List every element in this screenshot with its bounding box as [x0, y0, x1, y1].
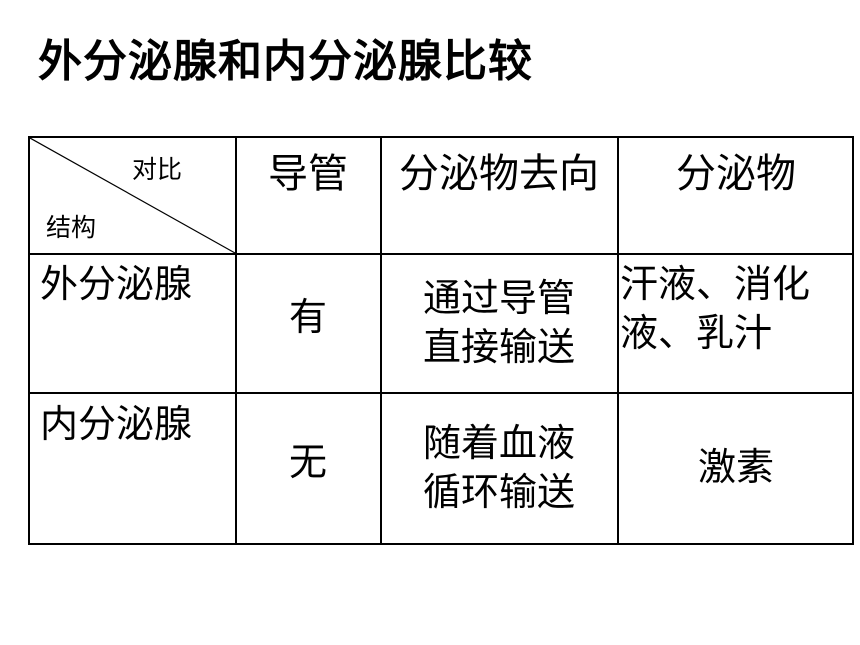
endocrine-duct: 无 — [288, 440, 327, 485]
corner-label-compare: 对比 — [132, 155, 183, 184]
row-divider — [30, 392, 852, 394]
exocrine-secretion-line2: 液、乳汁 — [620, 311, 773, 356]
endocrine-destination-line1: 随着血液 — [422, 420, 575, 465]
exocrine-destination-line2: 直接输送 — [422, 325, 575, 369]
row-label-exocrine: 外分泌腺 — [40, 262, 193, 306]
endocrine-destination-line2: 循环输送 — [422, 470, 575, 514]
corner-diagonal-line — [30, 138, 236, 254]
row-label-endocrine: 内分泌腺 — [40, 402, 193, 446]
column-divider — [235, 138, 237, 543]
exocrine-duct: 有 — [288, 295, 327, 340]
corner-label-structure: 结构 — [46, 213, 97, 242]
endocrine-destination: 随着血液 循环输送 — [381, 410, 617, 526]
exocrine-secretion: 汗液、消化 液、乳汁 — [620, 260, 854, 370]
page-title: 外分泌腺和内分泌腺比较 — [38, 36, 533, 87]
row-divider — [30, 253, 852, 255]
endocrine-secretion: 激素 — [697, 445, 774, 490]
exocrine-destination: 通过导管 直接输送 — [381, 268, 617, 378]
exocrine-secretion-line1: 汗液、消化 — [620, 262, 811, 306]
header-destination: 分泌物去向 — [399, 151, 599, 197]
header-secretion: 分泌物 — [676, 151, 796, 197]
exocrine-destination-line1: 通过导管 — [422, 275, 575, 320]
comparison-table: 对比 结构 导管 分泌物去向 分泌物 外分泌腺 有 通过导管 直接输送 汗液、消… — [28, 136, 854, 545]
header-duct: 导管 — [268, 151, 348, 197]
column-divider — [380, 138, 382, 543]
column-divider — [617, 138, 619, 543]
